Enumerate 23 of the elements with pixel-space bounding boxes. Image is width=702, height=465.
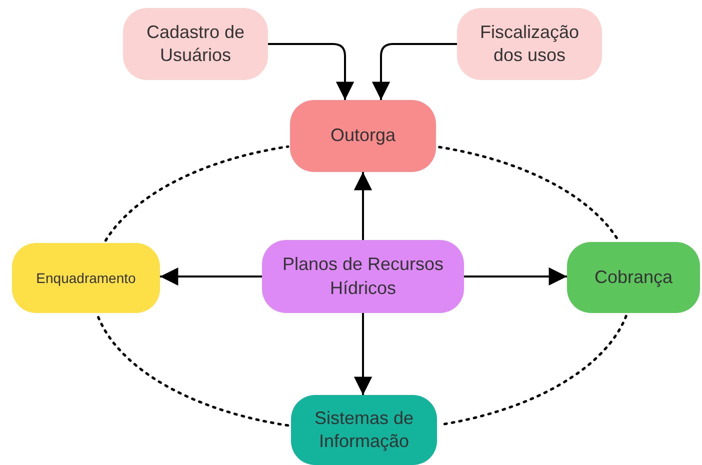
- arrow: [464, 267, 567, 286]
- node-label: Cadastro de Usuários: [145, 20, 246, 67]
- node-label: Outorga: [330, 124, 396, 148]
- node-label: Planos de Recursos Hídricos: [281, 253, 445, 300]
- arrow: [372, 43, 457, 100]
- arrow: [268, 43, 354, 100]
- dotted-line: [438, 146, 619, 240]
- rounded-box: [262, 240, 464, 313]
- rounded-box: [291, 395, 437, 465]
- rounded-box: [457, 8, 602, 80]
- node-label: Fiscalização dos usos: [478, 20, 580, 67]
- arrow: [354, 313, 372, 395]
- arrow: [354, 172, 372, 240]
- rounded-box: [567, 242, 700, 313]
- node-label: Enquadramento: [36, 268, 136, 288]
- dotted-line: [96, 314, 290, 427]
- rounded-box: [290, 100, 436, 172]
- node-label: Cobrança: [594, 266, 673, 289]
- arrow: [160, 267, 262, 286]
- dotted-line: [104, 145, 290, 242]
- rounded-box: [123, 8, 268, 80]
- rounded-box: [12, 243, 160, 313]
- node-label: Sistemas de Informação: [313, 406, 415, 453]
